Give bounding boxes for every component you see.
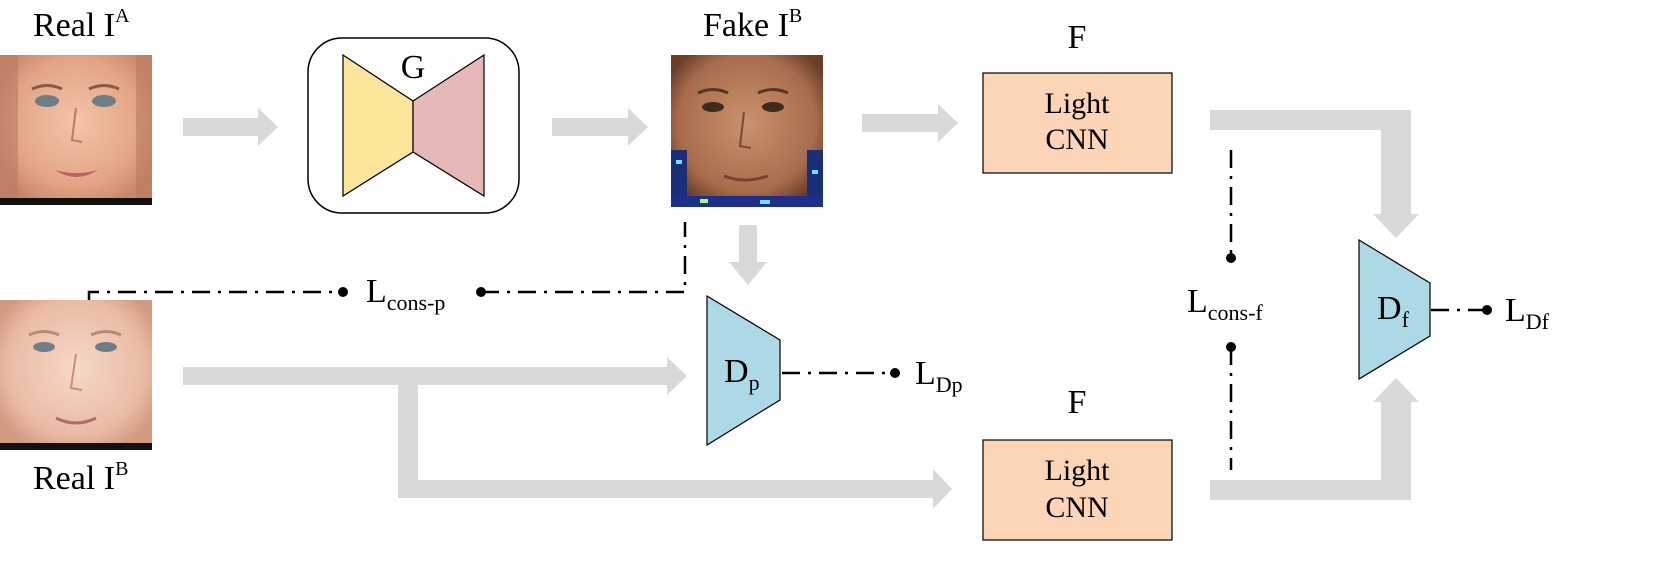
- cons-f-dot-bottom: [1226, 342, 1236, 352]
- fake-b-label: Fake IB: [703, 5, 802, 44]
- arrow-g-to-fake-b: [552, 108, 648, 146]
- arrow-real-b-to-dp: [183, 357, 687, 395]
- fake-b-image: [671, 55, 823, 207]
- loss-dp-label: LDp: [915, 355, 963, 397]
- real-a-label: Real IA: [33, 5, 130, 44]
- light-cnn-top-title: F: [1068, 19, 1087, 56]
- real-b-image: [0, 300, 152, 450]
- loss-dots: [338, 253, 1492, 378]
- discriminator-f: Df: [1358, 238, 1431, 381]
- real-b-label: Real IB: [33, 458, 128, 497]
- real-a-image: [0, 55, 152, 205]
- light-cnn-bottom-title: F: [1068, 384, 1087, 421]
- arrow-cnn-bottom-to-df: [1210, 378, 1419, 500]
- flow-arrows: [183, 104, 1419, 509]
- cons-p-line-right: [481, 222, 687, 294]
- loss-cons-p-label: Lcons-p: [366, 273, 445, 315]
- cons-f-dot-top: [1226, 253, 1236, 263]
- df-dot: [1482, 305, 1492, 315]
- cons-p-dot-right: [476, 287, 486, 297]
- discriminator-f-label: Df: [1377, 290, 1410, 332]
- light-cnn-top-box: [982, 72, 1173, 174]
- discriminator-f-shape: [1358, 238, 1431, 381]
- discriminator-p-shape: [706, 294, 781, 447]
- discriminator-p: Dp: [706, 294, 781, 447]
- arrow-cnn-top-to-df: [1210, 110, 1419, 238]
- light-cnn-top-line2: CNN: [1045, 123, 1108, 156]
- loss-df-label: LDf: [1505, 292, 1550, 334]
- generator-label: G: [401, 49, 426, 86]
- light-cnn-bottom-line1: Light: [1045, 454, 1111, 487]
- loss-cons-f-label: Lcons-f: [1187, 283, 1263, 325]
- light-cnn-top: F Light CNN: [982, 19, 1173, 174]
- light-cnn-top-line1: Light: [1045, 87, 1111, 120]
- arrow-real-b-to-cnn: [398, 385, 952, 509]
- light-cnn-bottom-line2: CNN: [1045, 491, 1108, 524]
- cons-p-dot-left: [338, 287, 348, 297]
- discriminator-p-label: Dp: [724, 353, 760, 395]
- cons-p-line-left: [87, 290, 340, 300]
- arrow-fake-b-to-dp: [729, 225, 767, 285]
- dp-dot: [890, 368, 900, 378]
- generator: G: [307, 37, 520, 214]
- arrow-real-a-to-g: [183, 108, 278, 146]
- arrow-fake-b-to-cnn: [862, 104, 958, 142]
- light-cnn-bottom: F Light CNN: [982, 384, 1173, 541]
- generator-decoder: [412, 53, 485, 198]
- light-cnn-bottom-box: [982, 439, 1173, 541]
- loss-connectors: [87, 150, 1485, 470]
